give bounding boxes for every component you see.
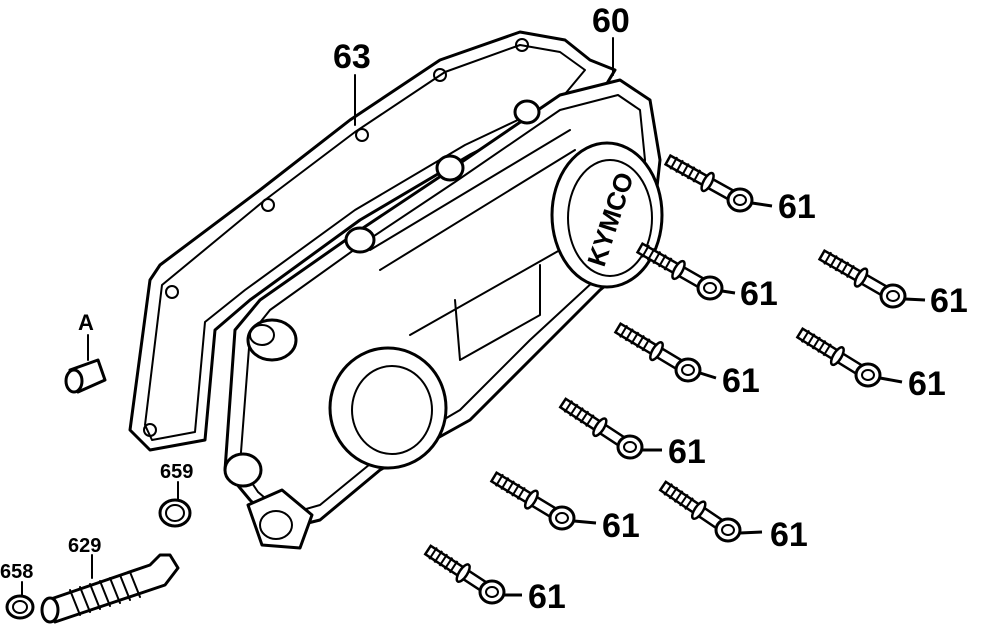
crankcase-cover-60	[223, 78, 664, 550]
label-61-1: 61	[778, 188, 816, 226]
bolt-61-2	[635, 241, 736, 301]
dowel-pin	[64, 334, 107, 394]
label-61-9: 61	[528, 578, 566, 616]
bolt-61-9	[423, 544, 522, 605]
bolt-61-7	[489, 471, 597, 531]
bolt-61-8	[658, 480, 763, 543]
label-A: A	[78, 310, 94, 335]
bolt-61-4	[613, 321, 717, 383]
label-61-6: 61	[668, 433, 706, 471]
label-61-8: 61	[770, 516, 808, 554]
label-659: 659	[160, 461, 193, 483]
gasket-63	[128, 30, 617, 452]
label-61-2: 61	[740, 275, 778, 313]
label-60: 60	[592, 2, 630, 40]
bolt-61-6	[558, 397, 662, 460]
bolt-61-3	[817, 248, 926, 309]
bolt-61-5	[795, 327, 903, 388]
label-629: 629	[68, 535, 101, 557]
label-61-7: 61	[602, 507, 640, 545]
label-63: 63	[333, 38, 371, 76]
bolts-61	[423, 153, 926, 605]
label-61-4: 61	[722, 362, 760, 400]
label-61-5: 61	[908, 365, 946, 403]
breather-tube-629	[40, 553, 180, 624]
label-658: 658	[0, 561, 33, 583]
clamp-659	[158, 481, 192, 528]
label-61-3: 61	[930, 282, 968, 320]
clamp-658	[5, 581, 35, 620]
bolt-61-1	[663, 153, 773, 213]
